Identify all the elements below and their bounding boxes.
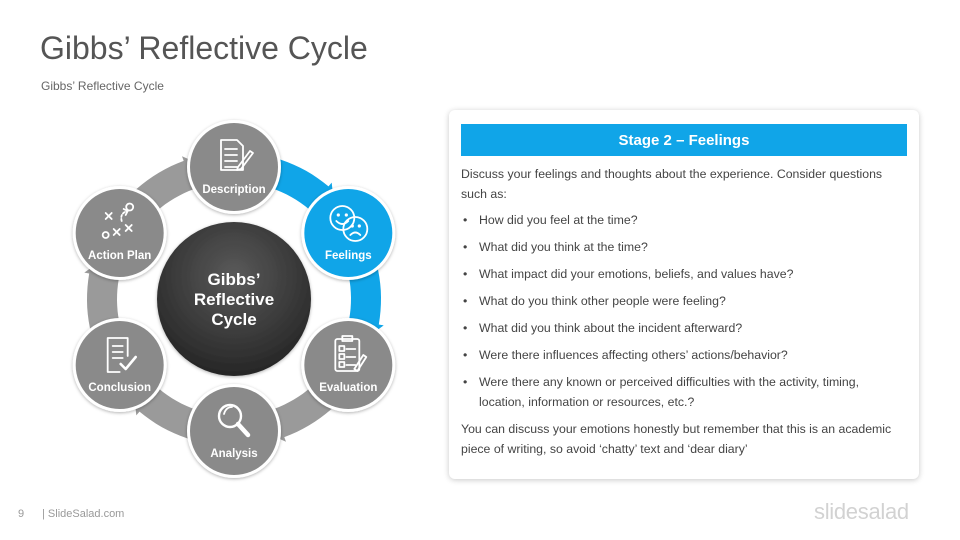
magnifier-icon — [217, 403, 251, 438]
list-item: Were there any known or perceived diffic… — [461, 372, 907, 412]
list-item: What did you think about the incident af… — [461, 318, 907, 338]
panel-intro: Discuss your feelings and thoughts about… — [461, 167, 883, 201]
document-pen-icon — [220, 139, 254, 171]
panel-body: Discuss your feelings and thoughts about… — [461, 164, 907, 459]
list-item: What impact did your emotions, beliefs, … — [461, 264, 907, 284]
question-list: How did you feel at the time? What did y… — [461, 210, 907, 412]
strategy-play-icon — [101, 202, 135, 239]
list-item: What did you think at the time? — [461, 237, 907, 257]
faces-icon — [329, 205, 369, 242]
cycle-node-label: Analysis — [210, 448, 257, 460]
cycle-node-label: Conclusion — [88, 382, 151, 394]
center-label-line-1: Gibbs’ — [208, 270, 261, 289]
page-title: Gibbs’ Reflective Cycle — [40, 30, 368, 66]
brand-logo: slidesalad — [814, 499, 909, 524]
footer-site-link[interactable]: | SlideSalad.com — [42, 508, 125, 520]
center-circle: Gibbs’ Reflective Cycle — [157, 222, 311, 376]
cycle-node-label: Feelings — [325, 250, 372, 262]
center-label-line-2: Reflective — [194, 290, 274, 309]
cycle-node-description[interactable]: Description — [187, 120, 281, 214]
list-item: How did you feel at the time? — [461, 210, 907, 230]
list-item: What do you think other people were feel… — [461, 291, 907, 311]
cycle-node-label: Evaluation — [319, 382, 377, 394]
page-subtitle: Gibbs’ Reflective Cycle — [41, 79, 164, 93]
cycle-node-conclusion[interactable]: Conclusion — [72, 318, 167, 412]
checklist-clipboard-icon — [334, 335, 368, 372]
cycle-node-analysis[interactable]: Analysis — [187, 384, 281, 478]
cycle-node-label: Action Plan — [88, 250, 151, 262]
cycle-node-action-plan[interactable]: Action Plan — [72, 186, 167, 280]
document-check-icon — [106, 337, 137, 373]
cycle-node-evaluation[interactable]: Evaluation — [301, 318, 396, 412]
center-label-line-3: Cycle — [211, 310, 256, 329]
reflective-cycle-diagram: Gibbs’ Reflective Cycle DescriptionFeeli… — [72, 120, 396, 478]
panel-outro: You can discuss your emotions honestly b… — [461, 422, 892, 456]
cycle-node-feelings[interactable]: Feelings — [301, 186, 396, 280]
page-number: 9 — [18, 508, 25, 520]
cycle-node-label: Description — [202, 184, 265, 196]
stage-detail-panel: Stage 2 – Feelings Discuss your feelings… — [449, 110, 919, 479]
list-item: Were there influences affecting others’ … — [461, 345, 907, 365]
panel-header: Stage 2 – Feelings — [461, 124, 907, 156]
